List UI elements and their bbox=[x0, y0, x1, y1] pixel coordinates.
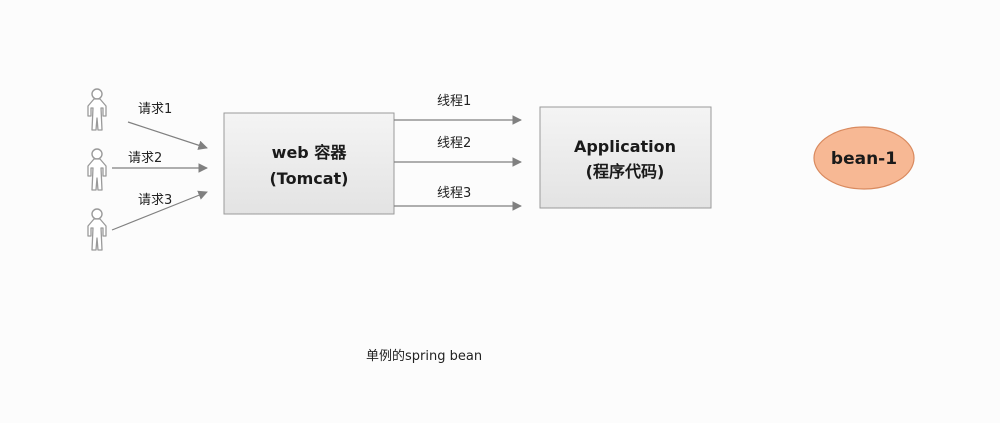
application-title: Application bbox=[574, 137, 676, 156]
request-arrow-1 bbox=[127, 121, 208, 150]
user-icon-2 bbox=[87, 148, 107, 191]
thread-label-3: 线程3 bbox=[437, 186, 471, 201]
request-arrow-3 bbox=[111, 190, 208, 231]
request-label-1: 请求1 bbox=[138, 102, 172, 117]
bean-label: bean-1 bbox=[831, 149, 897, 169]
user-icon-3 bbox=[87, 208, 107, 251]
application-subtitle: (程序代码) bbox=[586, 162, 665, 181]
diagram-caption: 单例的spring bean bbox=[366, 349, 483, 364]
request-label-2: 请求2 bbox=[128, 151, 162, 166]
thread-label-2: 线程2 bbox=[437, 136, 471, 151]
request-label-3: 请求3 bbox=[138, 193, 172, 208]
thread-label-1: 线程1 bbox=[437, 94, 471, 109]
bean-ellipse bbox=[813, 126, 915, 190]
user-icon-1 bbox=[87, 88, 107, 131]
application-box bbox=[539, 106, 712, 209]
web-container-title: web 容器 bbox=[272, 143, 348, 162]
web-container-subtitle: (Tomcat) bbox=[269, 169, 348, 188]
web-container-box bbox=[223, 112, 395, 215]
